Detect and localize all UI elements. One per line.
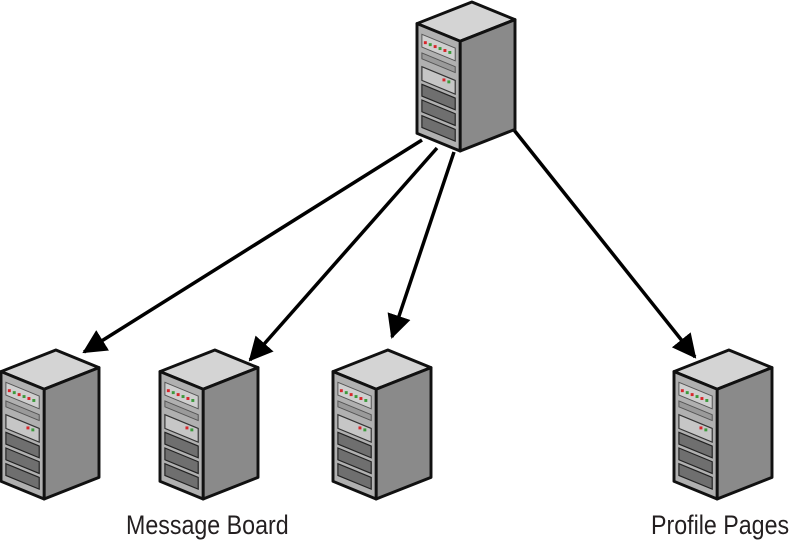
- edge-root-to-server-4: [512, 128, 697, 359]
- server-label-profile-pages: Profile Pages: [651, 510, 790, 540]
- edge-root-to-server-1: [82, 138, 423, 354]
- server-3-icon: [331, 348, 433, 501]
- server-2-icon: [158, 348, 260, 501]
- server-1-icon: [0, 348, 101, 501]
- server-label-message-board: Message Board: [126, 510, 289, 540]
- edges: [82, 128, 697, 362]
- server-4-icon: [672, 348, 774, 501]
- edge-root-to-server-2: [248, 146, 439, 362]
- edge-root-to-server-3: [387, 151, 456, 339]
- root-server-icon: [415, 0, 517, 153]
